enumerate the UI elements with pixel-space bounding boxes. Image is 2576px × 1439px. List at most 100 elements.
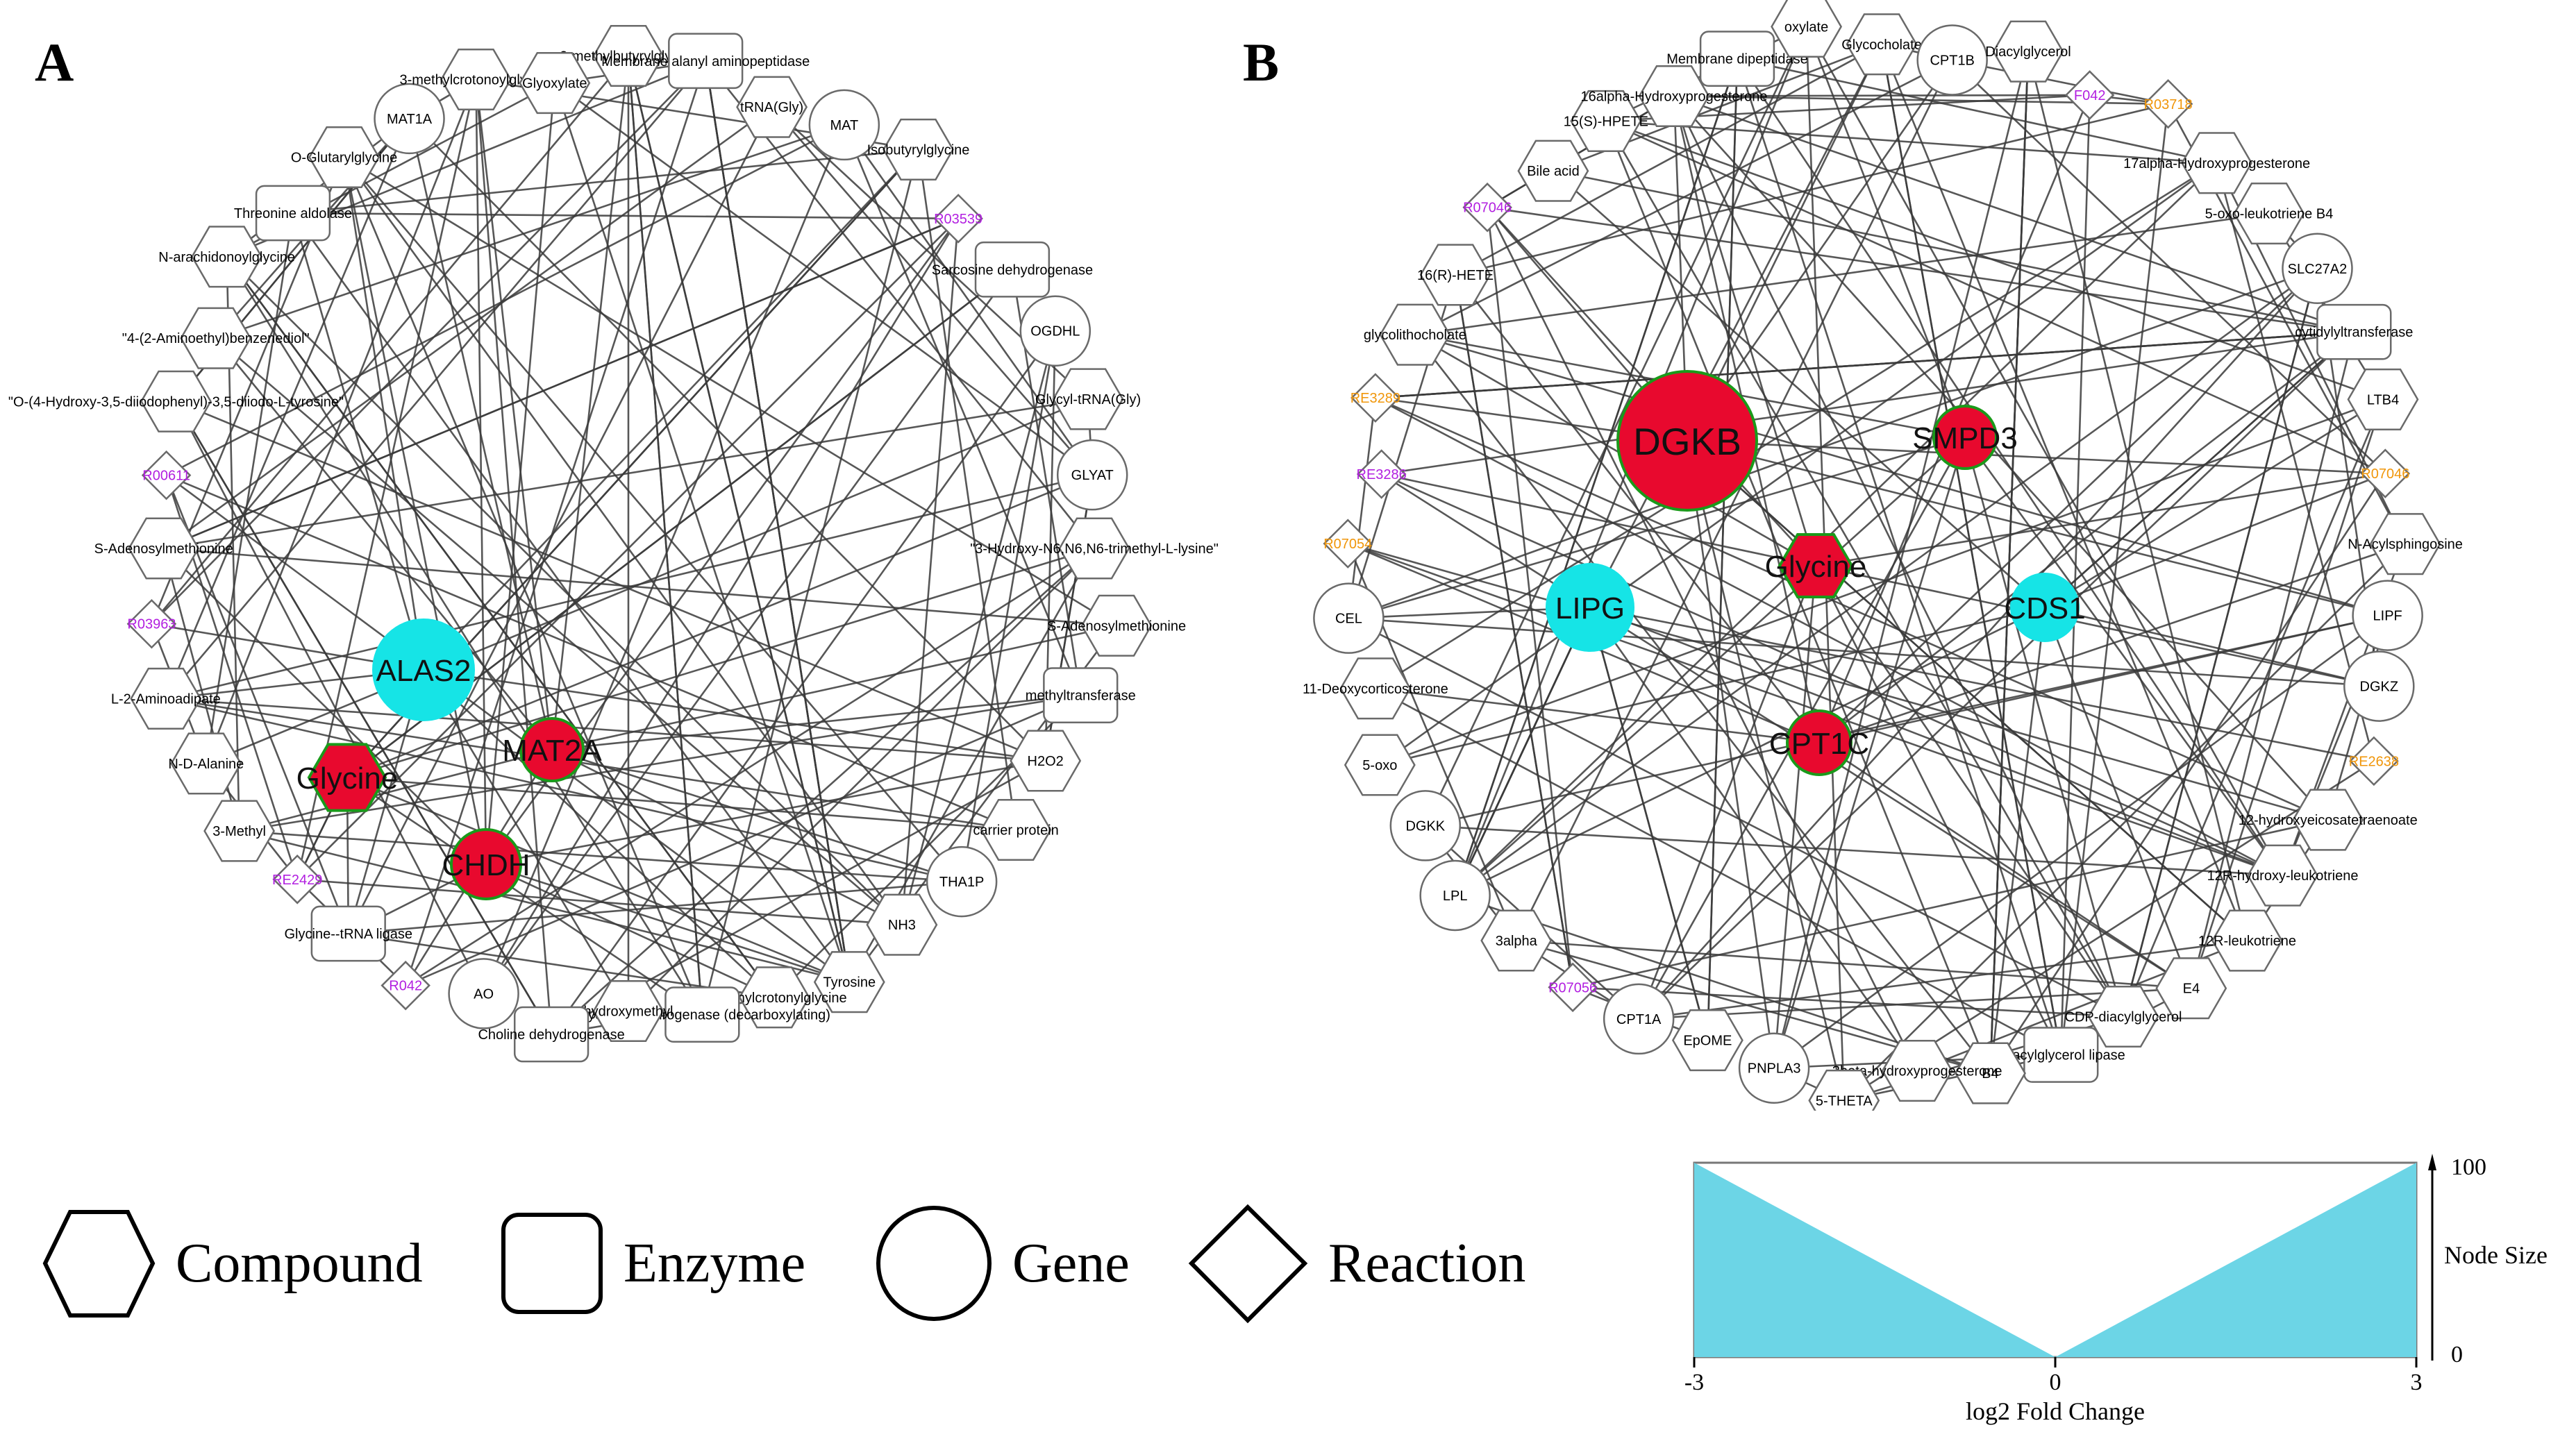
highlighted-node-cds1: CDS1 [2004,573,2086,642]
x-axis-label: log2 Fold Change [1966,1397,2145,1425]
scale-fill [1694,1163,2416,1357]
ring-node-re2429-25: RE2429 [272,855,322,904]
x-tick-max: 3 [2411,1370,2423,1395]
network-edge [292,149,919,214]
highlighted-node-cpt1c: CPT1C [1769,709,1869,776]
network-edge [1637,565,1817,1020]
ring-node-r03963-29: R03963 [126,598,177,649]
network-edge [176,401,1046,762]
network-edge [2216,162,2375,761]
network-edge [1379,162,2218,766]
network-edge [205,212,294,764]
highlighted-node-label: SMPD3 [1912,421,2018,455]
network-edge [165,698,1046,762]
network-edge [239,830,850,983]
network-edge [701,149,919,1015]
network-edge [1686,440,1846,1101]
legend-enzyme: Enzyme [500,1180,805,1347]
ring-node-label: S-Adenosylmethionine [1047,618,1186,634]
highlighted-node-chdh: CHDH [442,828,530,900]
network-edge [1673,95,2329,821]
ring-node-5-oxo-31: 5-oxo [1344,734,1416,796]
ring-node-membrane-dipeptidase-43: Membrane dipeptidase [1666,31,1808,87]
network-edge [226,255,903,926]
ring-node-label: L-2-Aminoadipate [111,691,221,707]
ring-node-f042-3: F042 [2064,70,2115,120]
ring-node-glyat-9: GLYAT [1056,439,1128,511]
network-edge [554,82,1093,476]
network-edge [1348,397,1377,618]
ring-node-b4-21: B4 [1955,1042,2026,1104]
network-edge [1687,440,2248,942]
network-edge [151,60,707,625]
ring-node-5-oxo-leukotriene-b4-6: 5-oxo-leukotriene B4 [2205,183,2333,245]
network-edge [1989,607,2046,1074]
x-tick-min: -3 [1684,1370,1704,1395]
ring-node-h2o2-13: H2O2 [1010,730,1082,792]
ring-node-diacylglycerol-2: Diacylglycerol [1985,20,2071,83]
network-edge [1773,51,2030,1069]
ring-node-label: SLC27A2 [2288,262,2348,277]
ring-node-label: AO [474,986,494,1002]
ring-node-re3289-36: RE3289 [1350,373,1400,423]
circle-icon [876,1206,992,1321]
network-edge [1515,59,1953,941]
ring-node-glycolithocholate-37: glycolithocholate [1364,303,1466,366]
ring-node-label: oxylate [1784,19,1828,35]
network-edge [1737,58,2217,165]
ring-node-label: H2O2 [1028,754,1064,769]
network-edge [1375,687,2061,1056]
ring-node-o-4-hydroxy-3-5-diiodophenyl-3-5-diiodo-l-tyrosine-32: "O-(4-Hydroxy-3,5-diiodophenyl)-3,5-diio… [8,370,344,432]
network-edge [551,548,1095,1036]
ring-node-glyoxylate-39: Glyoxylate [519,52,591,115]
legend-enzyme-label: Enzyme [624,1232,806,1294]
network-edge [1348,267,2318,619]
ring-node-e4-18: E4 [2155,957,2227,1020]
network-edge [1773,614,2389,1069]
highlighted-node-label: Glycine [1765,550,1867,584]
y-tick-min: 0 [2451,1342,2463,1368]
ring-node-label: RE2638 [2349,754,2399,769]
network-edge [1414,212,2270,336]
network-edge [2043,607,2193,989]
ring-node-label: R03963 [127,617,176,632]
network-edge [551,56,630,750]
network-edge [1736,58,2062,1055]
ring-node-slc27a2-7: SLC27A2 [2282,233,2353,305]
ring-node-label: LIPF [2373,609,2402,624]
highlighted-node-glycine: Glycine [296,743,398,812]
network-edge [1952,59,2168,106]
network-edge [423,668,1046,762]
ring-node-cytidylyltransferase-8: cytidylyltransferase [2295,303,2413,360]
ring-node-3beta-hydroxyprogesterone-22: 3beta-hydroxyprogesterone [1832,1040,2002,1102]
ring-node-tha1p-15: THA1P [926,845,998,918]
network-edge [348,880,962,935]
network-edge [1487,206,2355,333]
ring-node-epome-25: EpOME [1671,1009,1743,1072]
network-edge [1454,274,1574,988]
ring-node-bile-acid-40: Bile acid [1517,140,1589,202]
highlighted-node-glycine: Glycine [1765,533,1867,598]
ring-node-label: R07054 [1323,537,1372,552]
legend-gene: Gene [875,1180,1130,1347]
network-edge [163,547,1117,627]
ring-node-label: RE3286 [1357,467,1407,482]
network-edge [1454,437,1966,896]
ring-node-label: MAT [830,118,858,133]
ring-node-label: 5-THETA [1816,1093,1873,1109]
ring-node-label: Glycocholate [1841,37,1922,53]
network-edge [1375,330,2355,399]
ring-node-label: Membrane dipeptidase [1666,52,1807,67]
network-edge [1880,44,2248,941]
network-edge [1773,565,1817,1068]
network-edge [163,217,959,550]
network-edge [343,157,487,865]
network-edge [1686,59,1953,441]
ring-node-cpt1a-26: CPT1A [1603,983,1675,1055]
network-edge [960,330,1057,882]
network-edge [1425,825,2283,877]
network-edge [551,748,962,883]
